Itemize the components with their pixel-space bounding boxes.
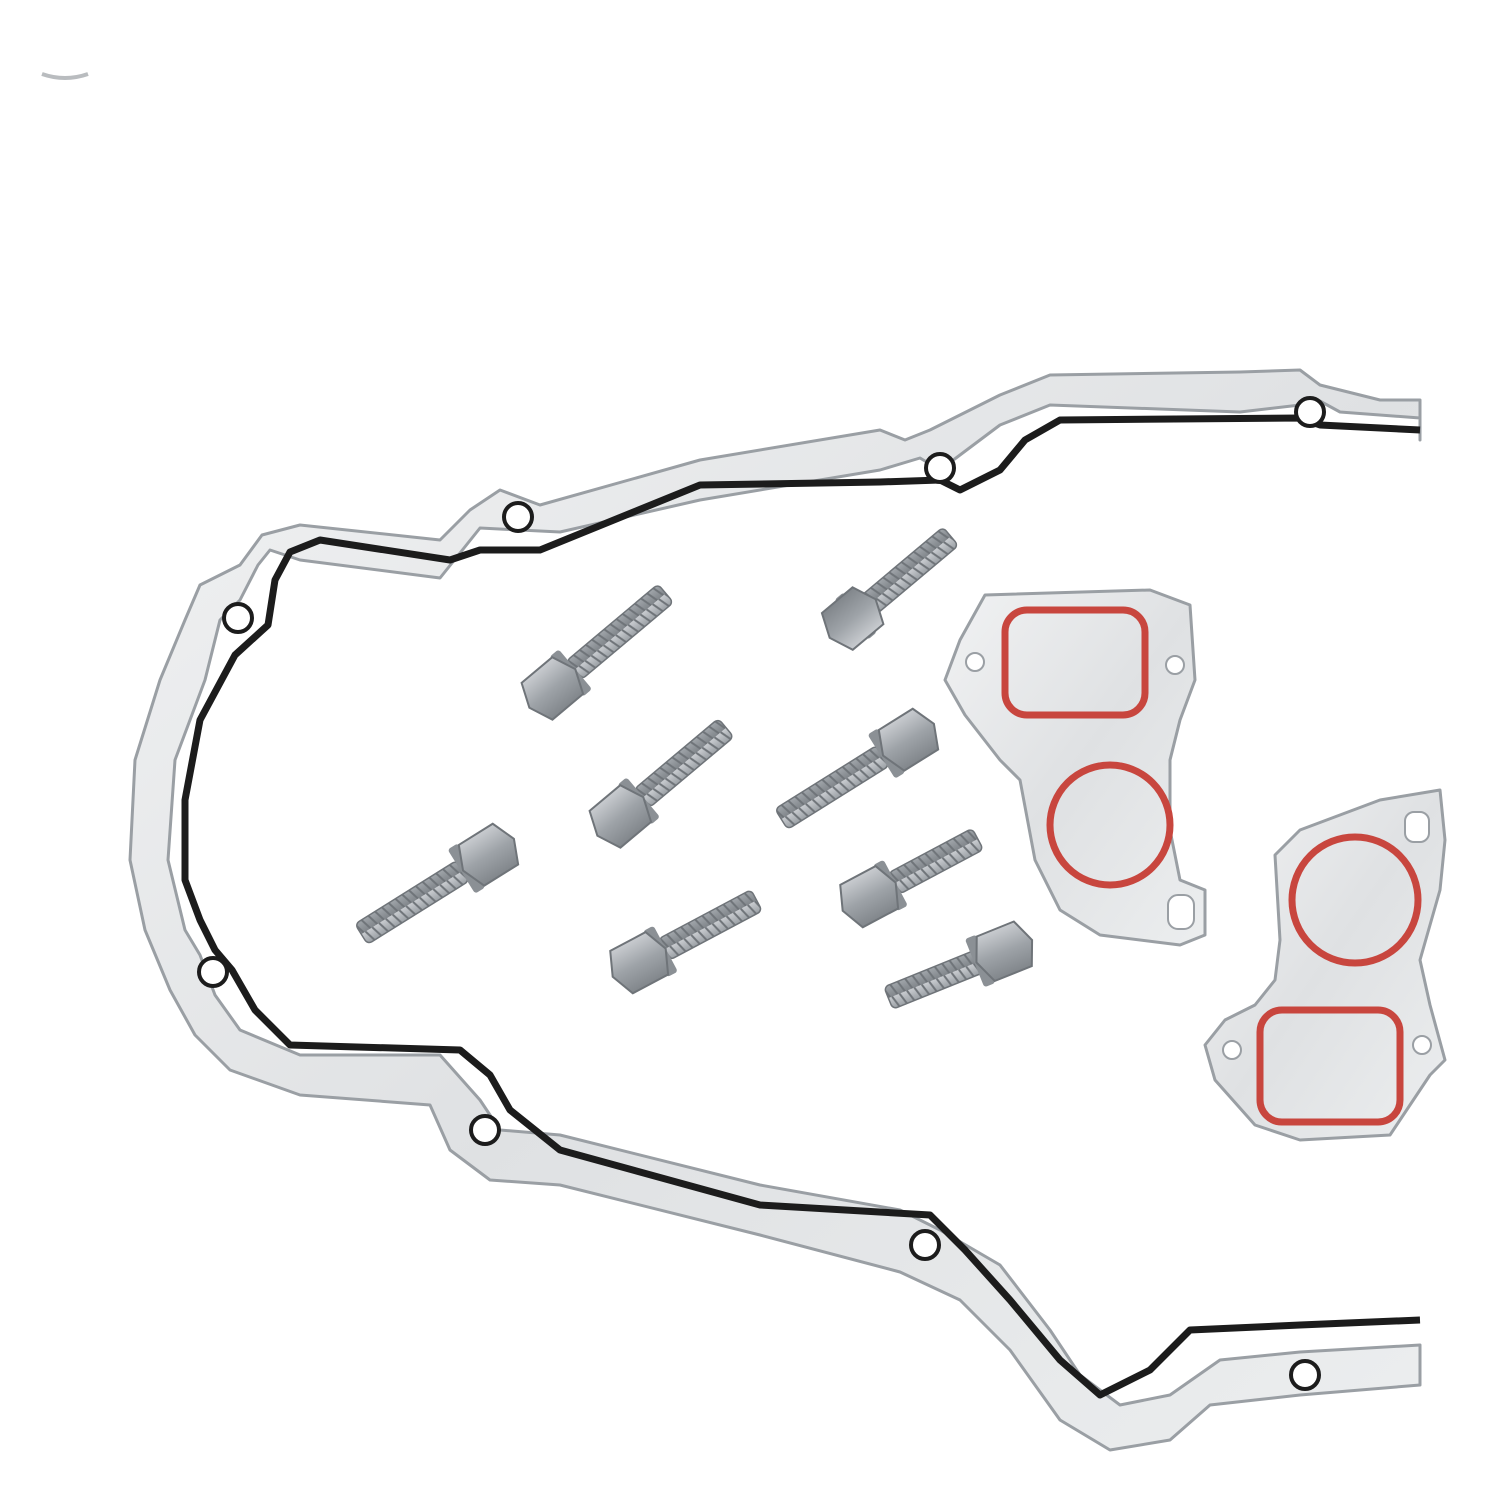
water-pump-gasket-icon (1203, 788, 1447, 1142)
water-pump-gasket-icon (943, 588, 1207, 947)
bolt-hole (1294, 396, 1326, 428)
bolt-hole (222, 602, 254, 634)
square-seal (1001, 606, 1149, 719)
water-pump-gasket-plate (943, 588, 1207, 947)
mounting-slot (1404, 811, 1430, 843)
mounting-slot (1167, 894, 1195, 930)
flange-bolt-icon (588, 719, 733, 849)
round-seal (1046, 761, 1174, 889)
bolt-hole (469, 1114, 501, 1146)
water-pump-gasket-plate (1203, 788, 1447, 1142)
gasket-carrier-edge (128, 368, 1422, 1452)
mounting-hole (1165, 655, 1185, 675)
mounting-hole (965, 652, 985, 672)
square-seal (1256, 1006, 1404, 1126)
mounting-hole (1412, 1035, 1432, 1055)
flange-bolt-icon (839, 829, 983, 929)
gasket-bolt-holes (197, 396, 1326, 1391)
bolt-hole (924, 452, 956, 484)
corner-artifact (41, 72, 89, 80)
flange-bolt-icon (356, 822, 520, 944)
flange-bolt-icon (609, 890, 762, 995)
round-seal (1288, 833, 1422, 967)
flange-bolt-icon (776, 707, 940, 829)
bolt-hole (909, 1229, 941, 1261)
bolt-hole (502, 501, 534, 533)
flange-bolt-icon (520, 585, 673, 721)
bolt-hole (1289, 1359, 1321, 1391)
bolt-hole (197, 956, 229, 988)
mounting-hole (1222, 1040, 1242, 1060)
flange-bolt-icon (820, 528, 958, 652)
flange-bolt-icon (884, 920, 1034, 1009)
timing-cover-gasket-icon (128, 368, 1422, 1452)
gasket-rubber-seal (181, 414, 1421, 1399)
